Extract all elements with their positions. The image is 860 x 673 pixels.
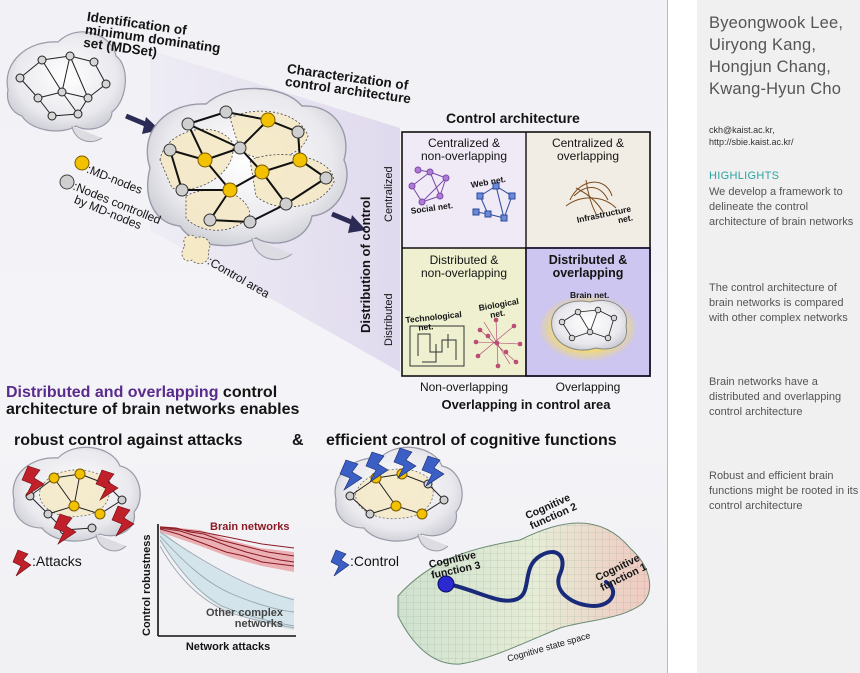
legend-control-area-icon	[181, 234, 211, 265]
legend-md-node-icon	[74, 155, 90, 171]
contact-url[interactable]: http://sbie.kaist.ac.kr/	[709, 137, 794, 147]
technological-net-graph	[409, 325, 465, 367]
quadrant-tl-label: Centralized &non-overlapping	[420, 136, 508, 163]
brain-networks-label: Brain networks	[210, 521, 290, 533]
control-bolt-icons	[339, 447, 445, 491]
y-axis-title: Distribution of control	[358, 196, 373, 333]
attacks-legend-label: :Attacks	[32, 553, 82, 569]
brain-net-label: Brain net.	[570, 290, 610, 300]
author-list: Byeongwook Lee, Uiryong Kang, Hongjun Ch…	[709, 12, 859, 100]
author-name: Byeongwook Lee,	[709, 14, 844, 32]
headline-line2: architecture of brain networks enables	[6, 401, 300, 418]
arrow-to-architecture-head	[348, 215, 366, 233]
author-name: Kwang-Hyun Cho	[709, 80, 842, 98]
highlight-item: The control architecture of brain networ…	[709, 282, 848, 324]
contact-email[interactable]: ckh@kaist.ac.kr,	[709, 125, 775, 135]
y-axis-bottom-label: Distributed	[383, 293, 395, 346]
legend-controlled-node-icon	[59, 174, 75, 190]
efficient-control-label: efficient control of cognitive functions	[326, 432, 617, 449]
robustness-chart	[157, 524, 296, 637]
quadrant-bl-label: Distributed &non-overlapping	[420, 253, 508, 280]
cognitive-landscape	[397, 522, 651, 665]
author-name: Hongjun Chang,	[709, 58, 832, 76]
quadrant-tr-label: Centralized &overlapping	[551, 136, 625, 163]
x-axis-title: Overlapping in control area	[441, 397, 611, 412]
mdset-brain	[146, 87, 348, 260]
chart-xlabel: Network attacks	[185, 641, 271, 653]
robust-control-label: robust control against attacks	[14, 432, 243, 449]
highlights-sidebar: Byeongwook Lee, Uiryong Kang, Hongjun Ch…	[697, 0, 860, 673]
x-axis-right-label: Overlapping	[555, 380, 621, 394]
contact-info: ckh@kaist.ac.kr, http://sbie.kaist.ac.kr…	[709, 124, 794, 148]
attack-bolt-icons	[21, 465, 135, 545]
small-brain-icon	[6, 31, 126, 142]
quadrant-bg-tl	[402, 132, 526, 248]
gutter	[668, 0, 697, 673]
highlights-title: HIGHLIGHTS	[709, 170, 780, 182]
cognitive-state-ball	[437, 575, 455, 593]
ampersand: &	[292, 432, 304, 449]
chart-ylabel: Control robustness	[141, 534, 153, 636]
infrastructure-net-graph	[565, 179, 617, 215]
attacks-legend-bolt-icon	[12, 549, 32, 577]
headline-line1: Distributed and overlapping control	[6, 384, 278, 401]
author-name: Uiryong Kang,	[709, 36, 817, 54]
highlight-item: Brain networks have a distributed and ov…	[709, 376, 842, 418]
web-net-graph	[472, 182, 516, 222]
graphical-abstract-figure	[6, 31, 651, 665]
y-axis-top-label: Centralized	[383, 166, 395, 222]
x-axis-left-label: Non-overlapping	[419, 380, 509, 394]
highlight-item: We develop a framework to delineate the …	[709, 186, 854, 228]
headline-highlight: Distributed and overlapping	[6, 384, 219, 401]
brain-net-graph	[538, 294, 638, 362]
control-legend-bolt-icon	[330, 549, 350, 577]
quadrant-br-label: Distributed &overlapping	[548, 253, 628, 280]
control-legend-label: :Control	[350, 553, 400, 569]
graphical-abstract: Identification of minimum dominating set…	[0, 0, 668, 673]
attack-brain	[12, 446, 141, 552]
social-net-graph	[408, 166, 450, 206]
biological-net-graph	[473, 317, 523, 369]
highlight-item: Robust and efficient brain functions mig…	[709, 470, 859, 512]
cognitive-path	[446, 550, 616, 609]
control-architecture-title: Control architecture	[446, 110, 580, 126]
